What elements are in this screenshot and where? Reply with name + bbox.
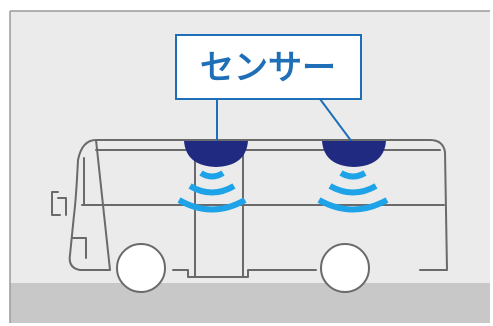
signal-wave-icon-left-3: [177, 197, 247, 213]
signal-waves-right: [317, 170, 389, 213]
sensor-dome-icon-right: [322, 141, 386, 167]
sensors: [184, 141, 386, 167]
label-box: [175, 34, 362, 100]
signal-wave-icon-right-1: [339, 170, 367, 180]
sensor-label: センサー: [175, 34, 362, 100]
bus-body: [68, 139, 448, 278]
signal-wave-icon-left-1: [199, 170, 225, 180]
signal-waves-left: [177, 170, 247, 213]
front-wheel: [116, 243, 166, 293]
leader-lines: [216, 98, 353, 143]
signal-wave-icon-right-2: [328, 183, 378, 196]
signal-wave-icon-left-2: [188, 183, 236, 196]
leader-line-right: [319, 98, 353, 143]
label-text: センサー: [200, 48, 336, 88]
side-mirror: [51, 191, 61, 216]
rear-wheel: [320, 243, 370, 293]
ground: [10, 283, 490, 323]
sensor-dome-icon-left: [184, 141, 248, 167]
mirror-arm: [57, 197, 67, 216]
wheels: [116, 243, 370, 293]
signal-wave-icon-right-3: [317, 197, 389, 213]
front-bumper: [71, 237, 87, 259]
